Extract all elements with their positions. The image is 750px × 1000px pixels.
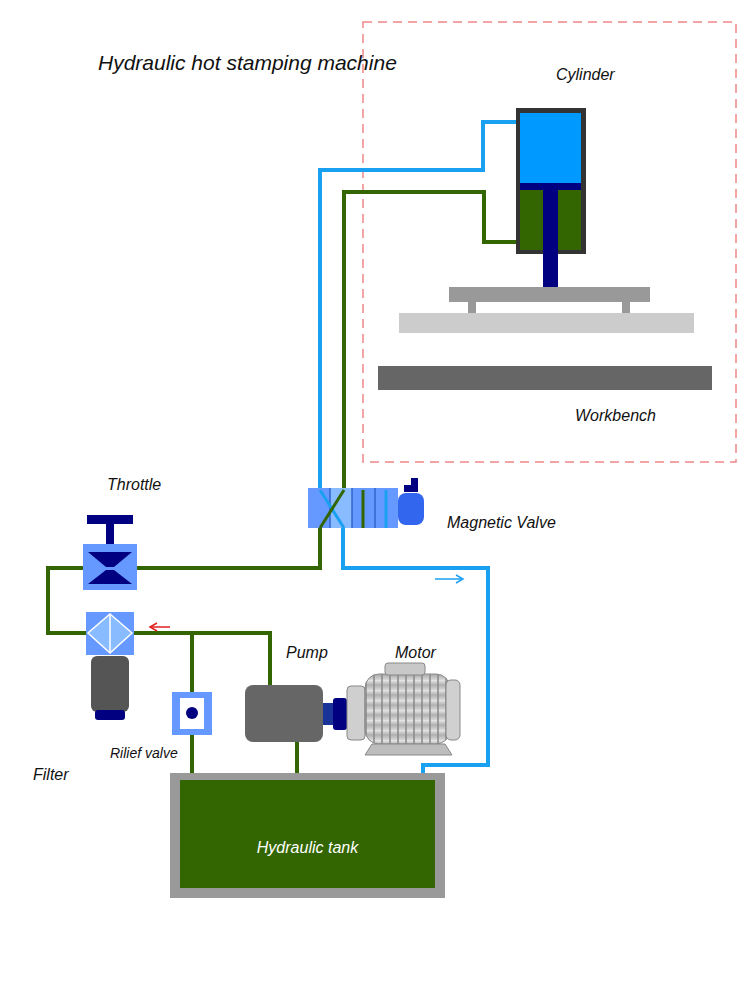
part-label: Magnetic Valve	[447, 514, 556, 532]
part-label: Workbench	[575, 407, 656, 425]
solenoid-valve-symbol	[308, 478, 424, 528]
throttle-symbol	[83, 515, 137, 590]
pipes	[48, 122, 520, 778]
tank-frame	[170, 773, 445, 898]
part-label: Rilief valve	[110, 745, 178, 761]
part-label: Throttle	[107, 476, 161, 494]
tank-label: Hydraulic tank	[257, 839, 358, 857]
tank-box: Hydraulic tank	[180, 780, 435, 888]
part-label: Pump	[286, 644, 328, 662]
part-label: Motor	[395, 644, 436, 662]
part-label: Filter	[33, 766, 69, 784]
part-label: Cylinder	[556, 66, 615, 84]
cylinder-symbol	[516, 108, 586, 287]
pump-symbol	[245, 685, 323, 742]
motor-symbol	[323, 663, 460, 755]
filter-symbol	[86, 612, 134, 720]
diagram-title: Hydraulic hot stamping machine	[98, 51, 397, 75]
relief-valve-symbol	[172, 692, 212, 735]
machine-region	[363, 22, 736, 462]
press-plates	[378, 287, 712, 390]
flow-arrows	[150, 575, 463, 631]
